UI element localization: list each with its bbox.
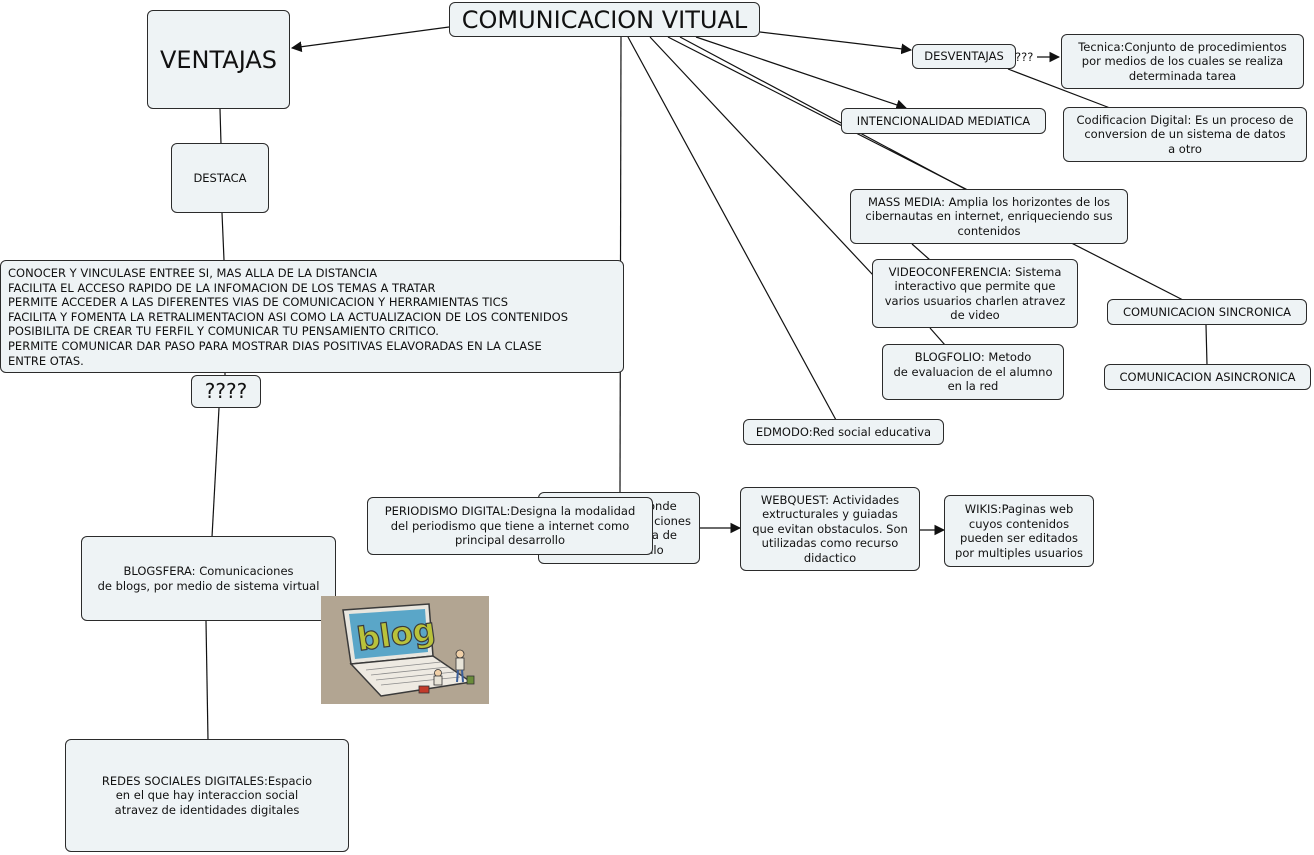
blog-illustration-icon: blog (321, 596, 489, 704)
question-node: ???? (191, 375, 261, 408)
periodismo-digital-node: PERIODISMO DIGITAL:Designa la modalidad … (367, 497, 653, 555)
sincronica-node: COMUNICACION SINCRONICA (1107, 299, 1307, 325)
redes-sociales-node: REDES SOCIALES DIGITALES:Espacio en el q… (65, 739, 349, 852)
wikis-node: WIKIS:Paginas web cuyos contenidos puede… (944, 495, 1094, 567)
desventajas-node: DESVENTAJAS (912, 44, 1016, 69)
desventajas-link-label: ??? (1015, 50, 1034, 64)
edmodo-node: EDMODO:Red social educativa (743, 419, 944, 445)
blogfolio-node: BLOGFOLIO: Metodo de evaluacion de el al… (882, 344, 1064, 400)
link-title-intencionalidad (695, 36, 908, 111)
videoconferencia-node: VIDEOCONFERENCIA: Sistema interactivo qu… (872, 259, 1078, 328)
ventajas-node: VENTAJAS (147, 10, 290, 109)
intencionalidad-node: INTENCIONALIDAD MEDIATICA (841, 108, 1046, 134)
title-node: COMUNICACION VITUAL (449, 2, 760, 37)
link-massmedia-videoconf (911, 243, 931, 261)
asincronica-node: COMUNICACION ASINCRONICA (1104, 364, 1311, 390)
link-title-edmodo (627, 36, 837, 421)
link-blogsfera-redes (205, 620, 209, 741)
link-question-blogsfera (211, 407, 220, 538)
link-ventajas-destaca (219, 108, 222, 145)
tecnica-node: Tecnica:Conjunto de procedimientos por m… (1061, 34, 1304, 89)
link-videoconf-blogfolio (929, 327, 946, 346)
link-title-desventajas (759, 31, 913, 55)
link-title-ventajas (290, 26, 450, 53)
link-destaca-list (221, 212, 225, 261)
link-title-videoconf (649, 36, 874, 276)
codificacion-node: Codificacion Digital: Es un proceso de c… (1063, 107, 1307, 162)
destaca-node: DESTACA (171, 143, 269, 213)
ventajas-list-node: CONOCER Y VINCULASE ENTREE SI, MAS ALLA … (0, 260, 624, 373)
blog-laptop-image: blog (321, 596, 489, 704)
blogsfera-node: BLOGSFERA: Comunicaciones de blogs, por … (81, 536, 336, 621)
webquest-node: WEBQUEST: Actividades extructurales y gu… (740, 487, 920, 571)
link-sincronica-asincronica (1205, 324, 1208, 366)
mass-media-node: MASS MEDIA: Amplia los horizontes de los… (850, 189, 1128, 244)
